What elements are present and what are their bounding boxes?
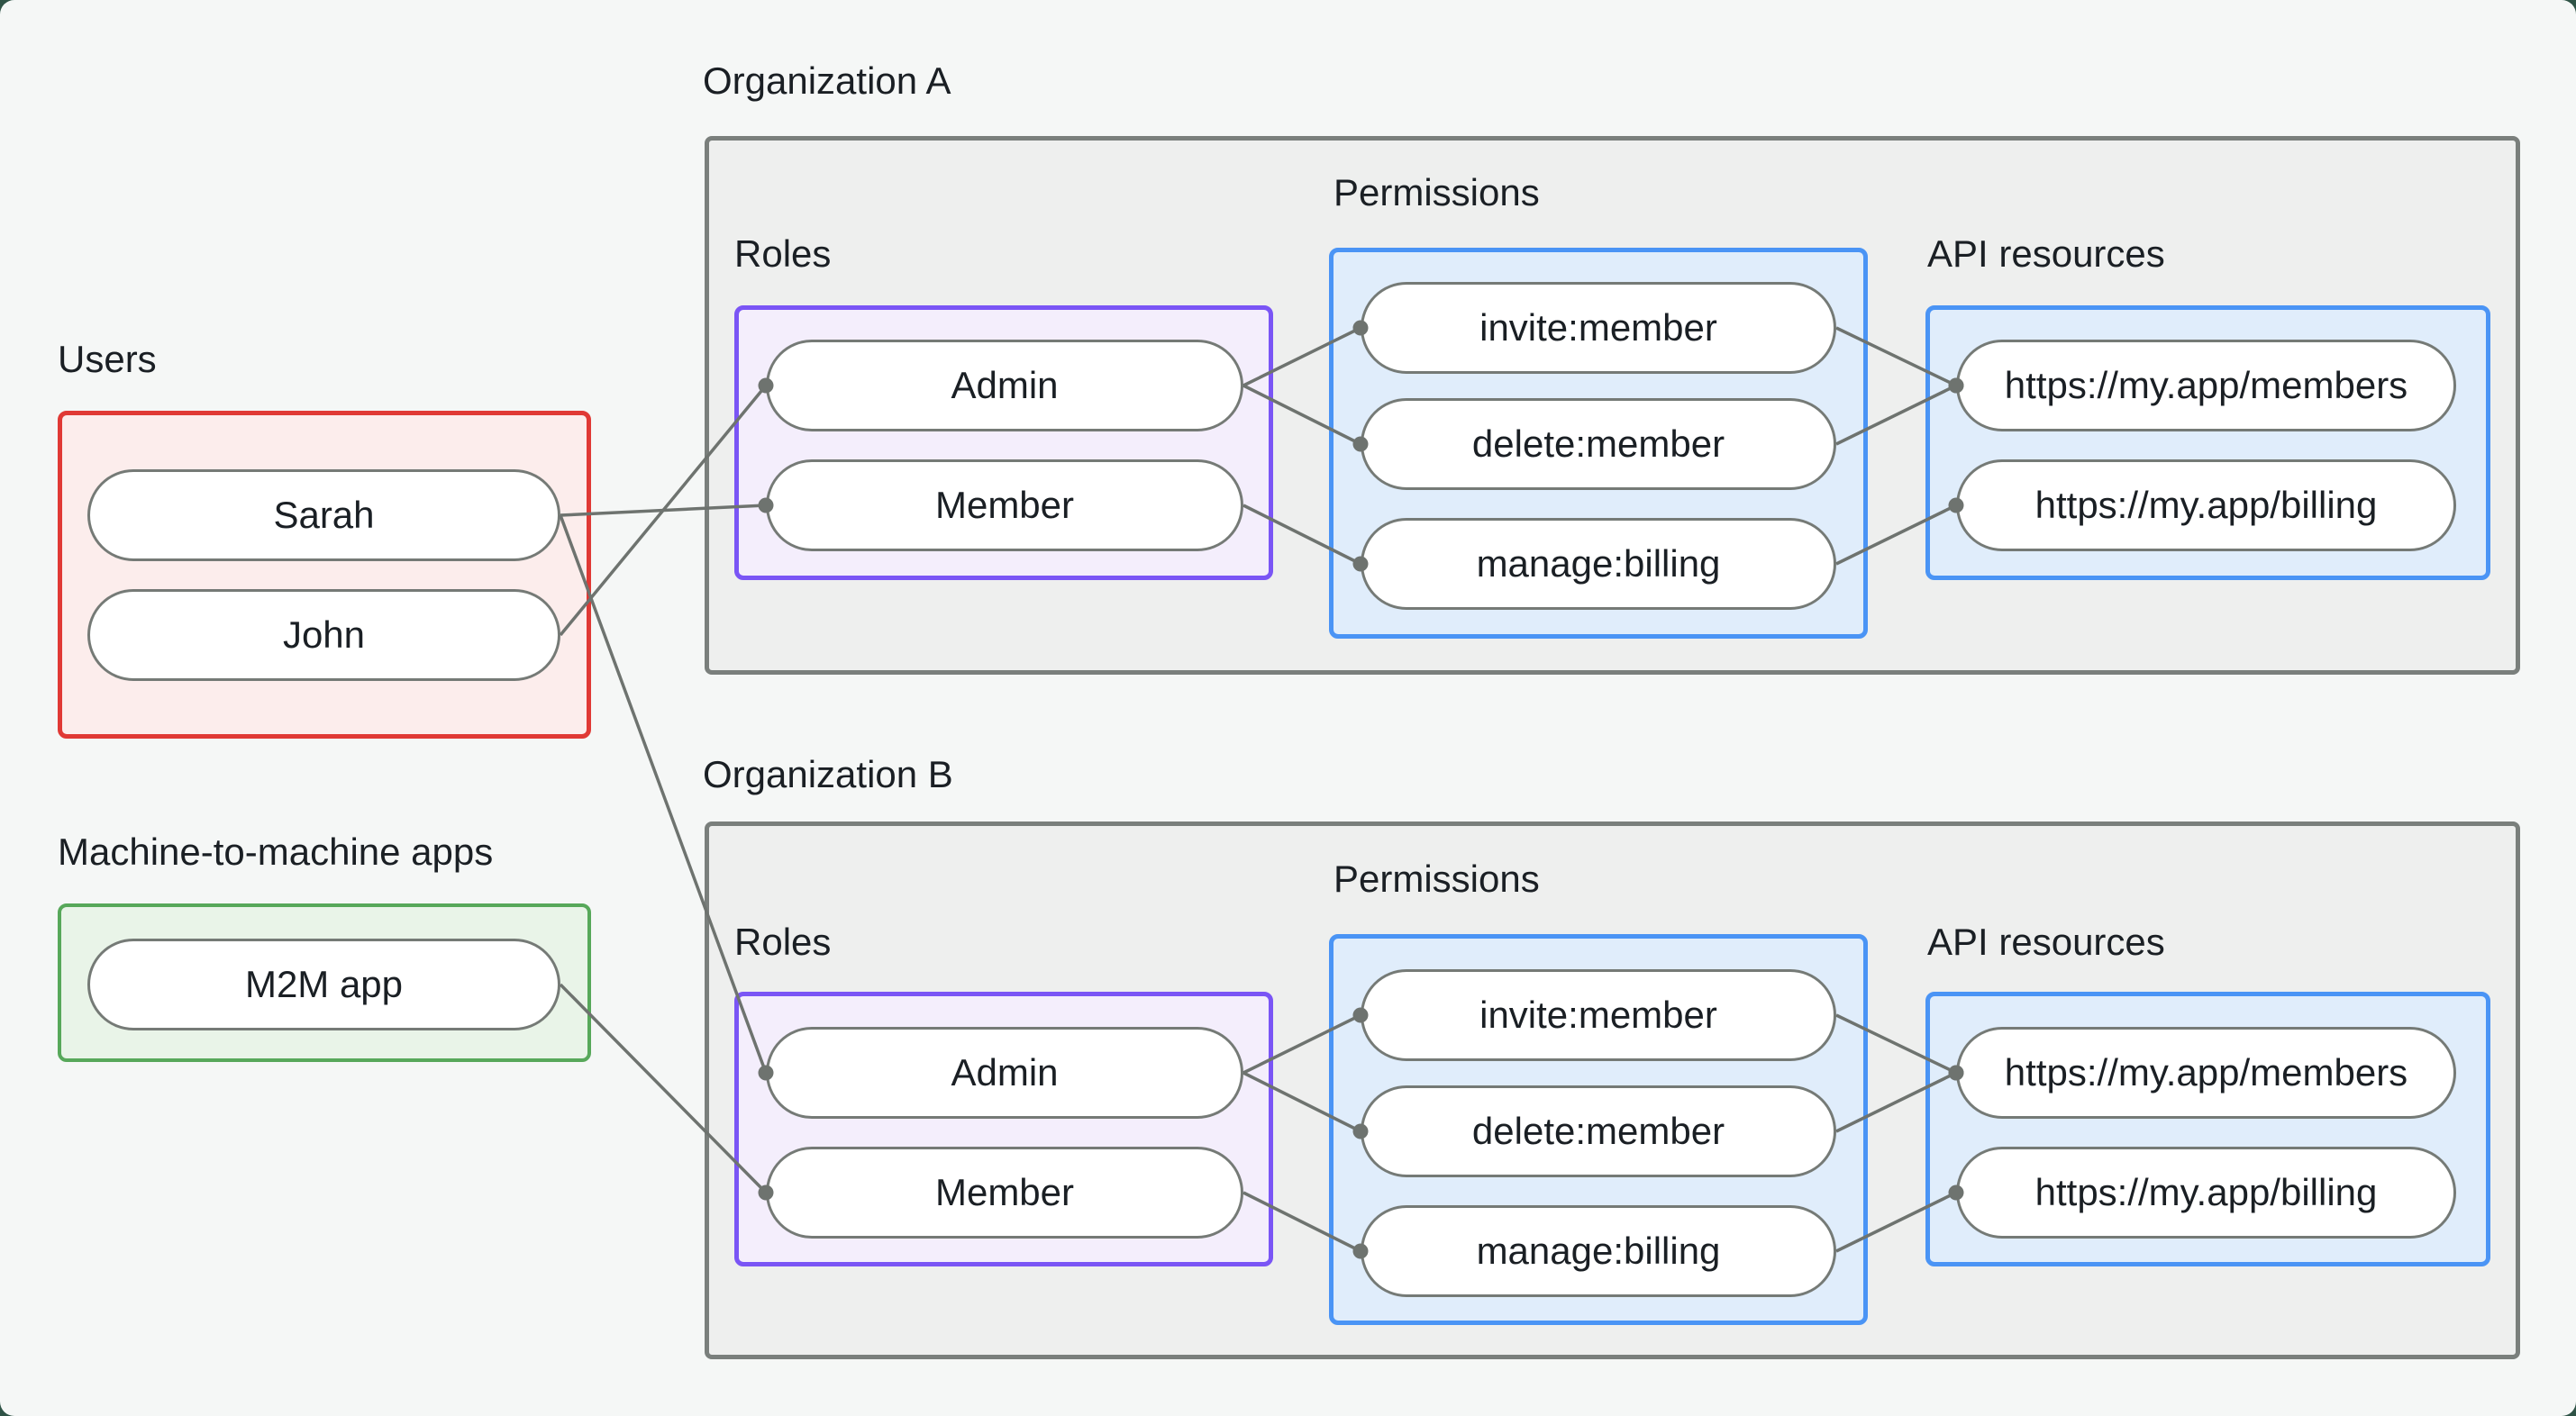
node-m2m-app: M2M app <box>87 939 560 1030</box>
node-org-b-perm-delete-member: delete:member <box>1361 1085 1836 1177</box>
node-org-a-perm-invite-member: invite:member <box>1361 282 1836 374</box>
org-a-permissions-label: Permissions <box>1334 171 1540 213</box>
org-a-api-resources-label: API resources <box>1927 232 2165 275</box>
m2m-section-title: Machine-to-machine apps <box>58 831 494 873</box>
users-group-box <box>58 411 591 739</box>
node-org-b-api-billing: https://my.app/billing <box>1956 1147 2456 1239</box>
org-b-roles-label: Roles <box>734 921 832 963</box>
org-b-title: Organization B <box>703 753 953 795</box>
node-org-b-perm-invite-member: invite:member <box>1361 969 1836 1061</box>
node-org-a-role-admin: Admin <box>766 340 1243 431</box>
node-org-b-role-member: Member <box>766 1147 1243 1239</box>
node-org-a-api-members: https://my.app/members <box>1956 340 2456 431</box>
node-user-john: John <box>87 589 560 681</box>
node-org-b-perm-manage-billing: manage:billing <box>1361 1205 1836 1297</box>
node-org-b-role-admin: Admin <box>766 1027 1243 1119</box>
node-org-a-api-billing: https://my.app/billing <box>1956 459 2456 551</box>
node-org-a-perm-delete-member: delete:member <box>1361 398 1836 490</box>
org-b-api-resources-label: API resources <box>1927 921 2165 963</box>
org-a-title: Organization A <box>703 59 951 102</box>
node-org-a-perm-manage-billing: manage:billing <box>1361 518 1836 610</box>
org-b-permissions-label: Permissions <box>1334 858 1540 900</box>
node-org-a-role-member: Member <box>766 459 1243 551</box>
org-a-roles-label: Roles <box>734 232 832 275</box>
users-section-title: Users <box>58 338 157 380</box>
node-org-b-api-members: https://my.app/members <box>1956 1027 2456 1119</box>
node-user-sarah: Sarah <box>87 469 560 561</box>
